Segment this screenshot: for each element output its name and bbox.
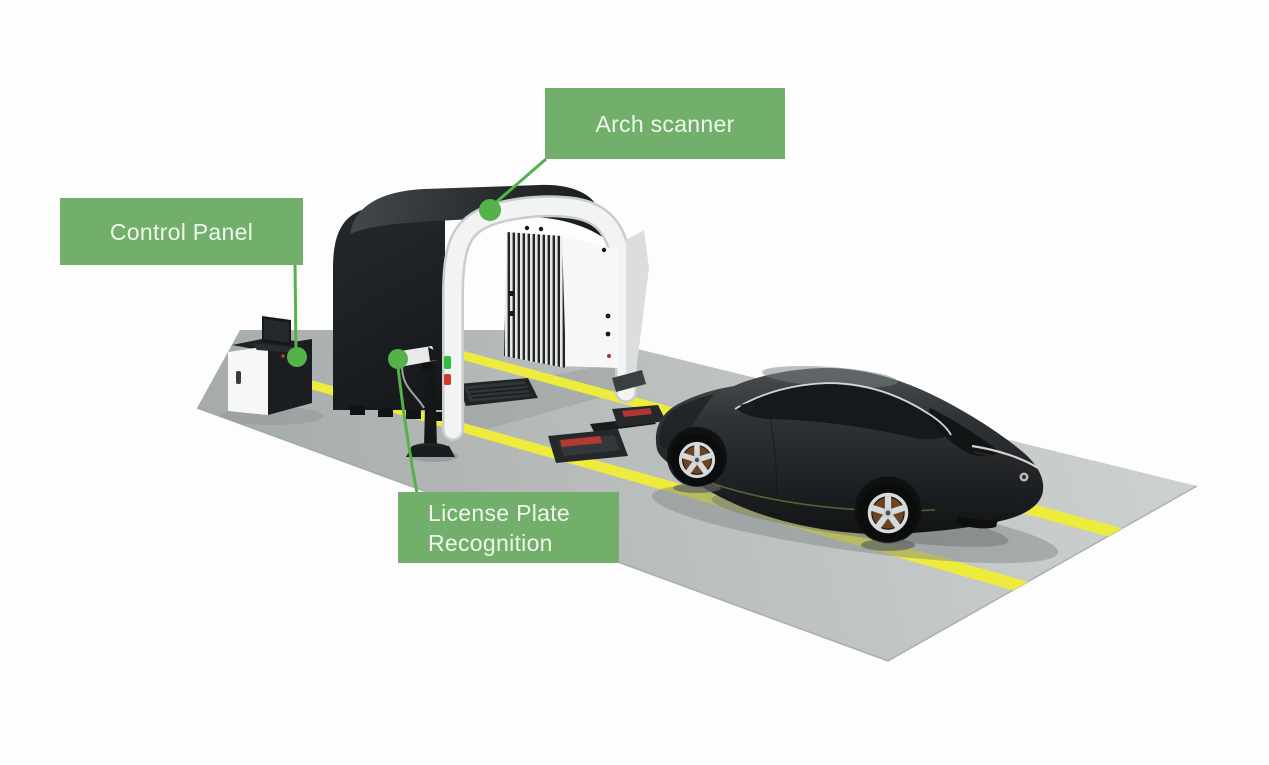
label-arch-scanner: Arch scanner: [545, 88, 785, 159]
car-windows: [737, 384, 950, 440]
arch-frame-side-face: [626, 230, 649, 380]
laptop: [252, 316, 299, 353]
label-license-plate-recognition: License Plate Recognition: [398, 492, 619, 563]
callout-connectors: [287, 157, 547, 494]
arch-floor-shadow: [448, 362, 648, 434]
label-control-panel: Control Panel: [60, 198, 303, 265]
connector-line-lpr: [396, 366, 419, 494]
status-light-green: [444, 356, 451, 369]
under-vehicle-scanner: [548, 405, 666, 463]
connector-dot-arch-scanner: [479, 199, 501, 221]
label-lpr-line1: License Plate: [428, 499, 570, 526]
rear-wheel: [858, 483, 918, 543]
cabinet-front-face: [228, 346, 268, 415]
scanner-curtain: [504, 232, 566, 368]
car: [651, 365, 1059, 564]
status-light-red: [444, 374, 451, 385]
arch-inner-wall: [560, 236, 618, 368]
front-wheel: [670, 433, 724, 487]
connector-line-control-panel: [293, 262, 298, 352]
tread-plate: [458, 378, 538, 406]
cabinet-handle: [236, 371, 241, 384]
connector-dot-control-panel: [287, 347, 307, 367]
label-control-panel-text: Control Panel: [109, 218, 254, 245]
connector-line-arch-scanner: [492, 157, 547, 207]
taillight-strip: [971, 444, 1039, 469]
label-lpr-line2: Recognition: [428, 529, 553, 556]
side-mirror: [740, 402, 756, 413]
connector-dot-lpr: [388, 349, 408, 369]
arch-white-frame: [444, 197, 635, 439]
label-arch-scanner-text: Arch scanner: [595, 110, 735, 137]
